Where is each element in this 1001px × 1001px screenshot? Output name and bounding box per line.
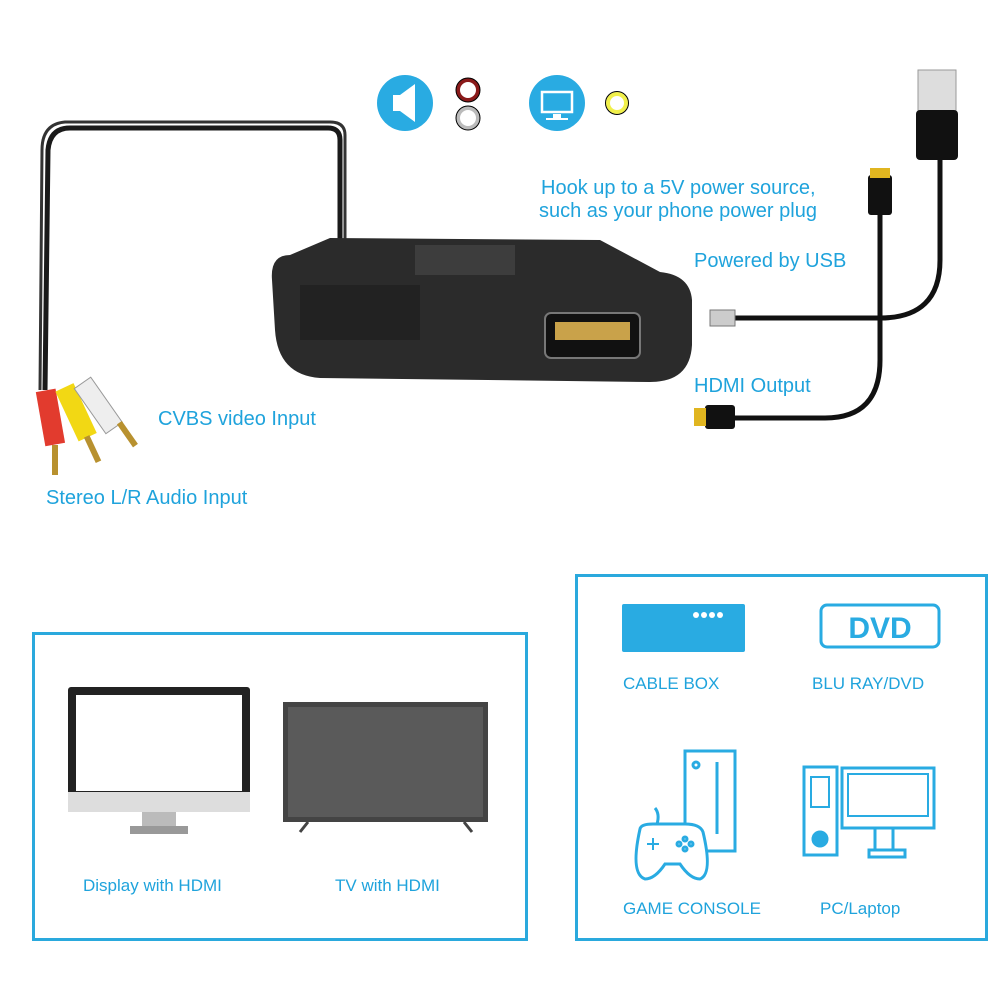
- tv-icon: [283, 702, 488, 833]
- rca-plugs-icon: [35, 376, 138, 475]
- monitor-icon: [529, 75, 585, 131]
- dvd-icon: DVD: [819, 603, 941, 649]
- hdmi-output-label: HDMI Output: [694, 375, 811, 397]
- computer-monitor-icon: [68, 687, 250, 834]
- white-jack-icon: [456, 106, 480, 130]
- pc-icon: [802, 765, 936, 859]
- usb-cable: [730, 160, 943, 321]
- power-source-callout: Hook up to a 5V power source,: [541, 177, 816, 199]
- display-targets-panel: Display with HDMI TV with HDMI: [32, 632, 528, 941]
- pc-label: PC/Laptop: [820, 899, 901, 918]
- svg-text:DVD: DVD: [848, 612, 911, 645]
- cable-box-icon: [622, 604, 745, 652]
- game-console-icon: [634, 749, 737, 881]
- dvd-label: BLU RAY/DVD: [812, 674, 925, 693]
- display-label: Display with HDMI: [83, 876, 222, 895]
- hdmi-cable: [735, 210, 883, 421]
- speaker-icon: [377, 75, 433, 131]
- tv-label: TV with HDMI: [335, 876, 440, 895]
- av-cable: [42, 125, 343, 391]
- source-devices-panel: DVD CABLE BOX BLU RAY/DVD GAME CONSOLE P…: [575, 574, 988, 941]
- powered-by-usb-label: Powered by USB: [694, 250, 847, 272]
- cable-box-label: CABLE BOX: [623, 674, 720, 693]
- yellow-jack-icon: [606, 92, 628, 114]
- converter-device: [271, 238, 692, 382]
- power-source-callout-2: such as your phone power plug: [539, 200, 817, 222]
- game-console-label: GAME CONSOLE: [623, 899, 761, 918]
- audio-input-label: Stereo L/R Audio Input: [46, 487, 248, 509]
- cvbs-input-label: CVBS video Input: [158, 408, 316, 430]
- red-jack-icon: [456, 78, 480, 102]
